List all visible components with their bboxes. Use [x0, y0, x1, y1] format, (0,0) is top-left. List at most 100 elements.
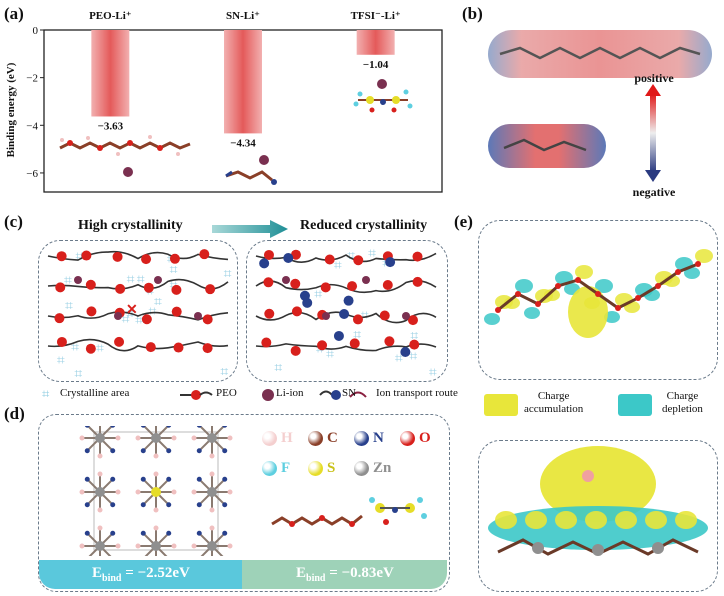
zn-node — [207, 541, 217, 551]
crystal-mark: ⌗ — [170, 263, 178, 278]
peo-esp-surface — [488, 30, 712, 78]
element-o: O — [400, 430, 431, 447]
crystal-mark: ⌗ — [326, 348, 334, 363]
linker-atom — [191, 489, 197, 495]
linker-atom — [97, 507, 103, 513]
charge-lobe — [504, 297, 520, 309]
peo-chain — [255, 279, 437, 294]
linker-atom — [222, 448, 228, 454]
linker-atom — [115, 543, 121, 549]
peo-chain — [255, 252, 437, 263]
zn-node — [151, 541, 161, 551]
peo-bead — [353, 255, 364, 266]
li-ion — [402, 312, 410, 320]
panel-label-a: (a) — [4, 4, 24, 23]
linker-atom — [209, 525, 215, 531]
linker-atom — [84, 448, 90, 454]
peo-bead — [291, 306, 302, 317]
crystal-mark: ⌗ — [274, 361, 282, 376]
peo-bead — [199, 249, 210, 260]
charge-box-bottom — [478, 440, 718, 592]
atom — [555, 283, 561, 289]
sn-bead — [302, 297, 313, 308]
bar-1 — [224, 30, 262, 134]
crystal-mark: ⌗ — [122, 312, 130, 327]
blocked-route-mark: ✕ — [126, 303, 138, 318]
y-tick-label: −6 — [26, 168, 38, 180]
crystal-mark: ⌗ — [314, 287, 322, 302]
binding-energy-chart: 0−2−4−6 PEO-Li⁺−3.63SN-Li⁺−4.34TFSI⁻-Li⁺… — [5, 10, 443, 193]
linker-atom — [110, 502, 116, 508]
peo-bead — [349, 338, 360, 349]
linker-atom — [171, 489, 177, 495]
charge-lobe — [555, 511, 577, 529]
ebind-left-bar — [39, 560, 242, 589]
linker-atom — [196, 426, 202, 428]
sn-bead — [333, 330, 344, 341]
sn-bead — [385, 257, 396, 268]
linker-atom — [171, 543, 177, 549]
peo-bead — [145, 342, 156, 353]
zn-node — [95, 487, 105, 497]
linker-atom — [110, 476, 116, 482]
zn-node — [207, 487, 217, 497]
tfsi-peo-molecule — [271, 497, 427, 527]
depletion-swatch — [618, 394, 652, 416]
linker-atom — [97, 471, 103, 477]
linker-atom — [222, 426, 228, 428]
crystal-mark: ⌗ — [71, 340, 79, 355]
peo-li-molecule — [59, 135, 191, 177]
element-swatch — [308, 461, 323, 476]
element-symbol: H — [281, 430, 293, 446]
legend-ion-route: Ion transport route — [376, 387, 458, 399]
peo-bead — [317, 340, 328, 351]
crystal-mark: ⌗ — [135, 314, 143, 329]
li-ion — [154, 276, 162, 284]
sn-esp-surface — [488, 124, 606, 168]
li-ion — [582, 470, 594, 482]
peo-bead — [320, 282, 331, 293]
charge-lobe — [675, 511, 697, 529]
peo-bead — [352, 314, 363, 325]
zn-node — [652, 542, 664, 554]
accumulation-swatch — [484, 394, 518, 416]
element-symbol: S — [327, 460, 336, 476]
y-tick-label: 0 — [33, 25, 39, 37]
peo-bead — [290, 278, 301, 289]
crystal-mark: ⌗ — [75, 249, 83, 264]
peo-bead — [56, 251, 67, 262]
linker-atom — [209, 507, 215, 513]
linker-atom — [97, 453, 103, 459]
crystal-mark: ⌗ — [154, 295, 162, 310]
linker-atom — [166, 476, 172, 482]
linker-atom — [79, 435, 85, 441]
category-label: PEO-Li⁺ — [89, 10, 132, 22]
linker-atom — [135, 435, 141, 441]
peo-bead — [412, 251, 423, 262]
linker-atom — [191, 435, 197, 441]
panel-label-c: (c) — [4, 212, 23, 231]
legend-sn: SN — [342, 387, 357, 399]
crystallinity-schematic: ⌗⌗⌗⌗⌗⌗⌗⌗⌗⌗⌗⌗⌗⌗⌗⌗⌗⌗⌗⌗✕ ⌗⌗⌗⌗⌗⌗⌗⌗⌗⌗⌗⌗⌗⌗ — [47, 247, 437, 382]
peo-bead — [114, 336, 125, 347]
sn-bead — [259, 258, 270, 269]
peo-bead — [261, 337, 272, 348]
sn-bead — [400, 347, 411, 358]
crystal-mark: ⌗ — [409, 350, 417, 365]
linker-atom — [135, 489, 141, 495]
linker-atom — [140, 530, 146, 536]
linker-atom — [171, 435, 177, 441]
linker-atom — [140, 502, 146, 508]
linker-atom — [84, 530, 90, 536]
element-swatch — [354, 461, 369, 476]
mof-structure — [79, 426, 233, 556]
crystal-mark: ⌗ — [429, 365, 437, 380]
peo-bead — [202, 314, 213, 325]
linker-atom — [97, 525, 103, 531]
bar-0 — [91, 30, 130, 117]
atom — [535, 301, 541, 307]
esp-maps: positive negative — [488, 30, 712, 199]
peo-bead — [384, 336, 395, 347]
element-f: F — [262, 460, 290, 477]
